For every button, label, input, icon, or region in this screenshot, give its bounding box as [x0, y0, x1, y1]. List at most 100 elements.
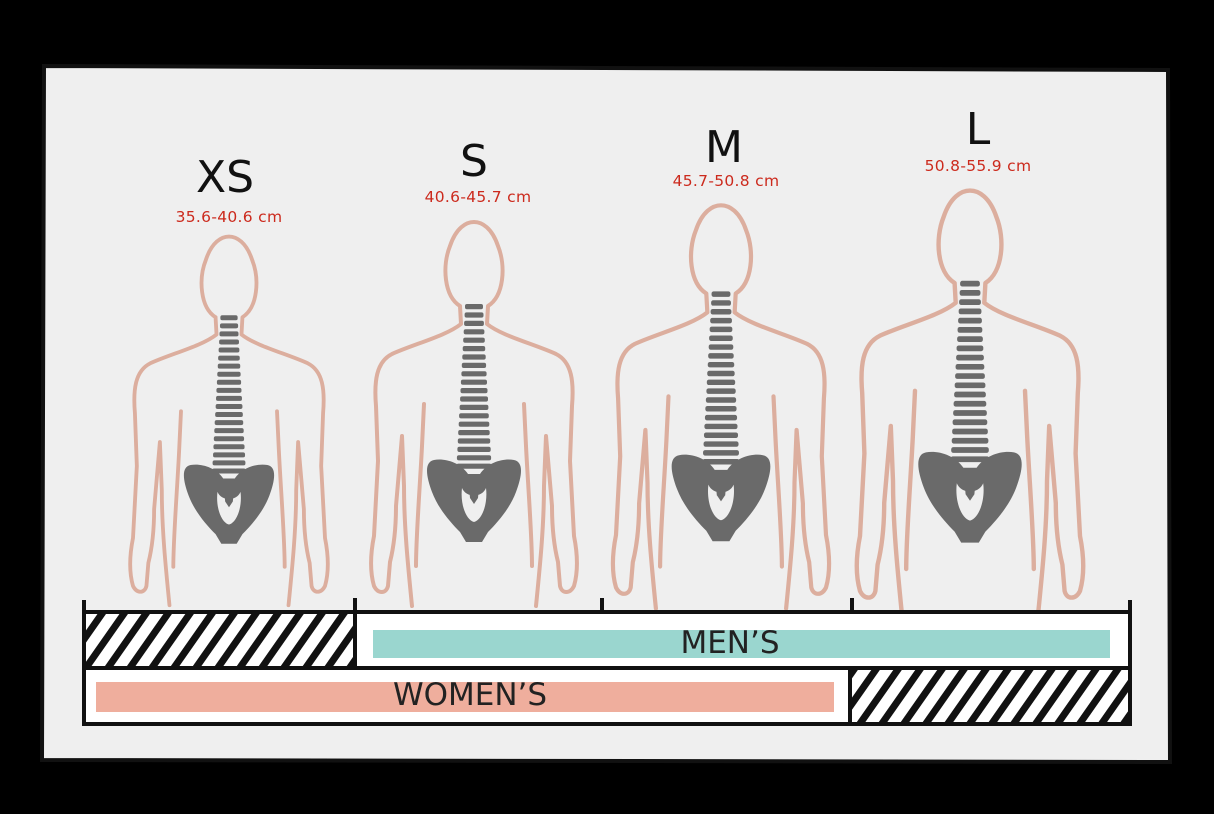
vertebra [463, 337, 485, 343]
vertebra [952, 419, 988, 426]
vertebra [703, 450, 739, 456]
mens-hatch [86, 614, 355, 666]
vertebra [219, 331, 239, 337]
vertebra [960, 280, 980, 287]
vertebra [953, 410, 987, 416]
vertebra [213, 444, 245, 450]
bars-layer [82, 598, 1132, 726]
vertebra [460, 396, 488, 402]
vertebra [710, 317, 732, 324]
vertebra [213, 452, 246, 458]
vertebra [709, 326, 733, 333]
size-label-xs: XS [195, 152, 255, 203]
pelvis-inlet [956, 483, 984, 521]
vertebra [458, 421, 490, 427]
vertebra [703, 432, 739, 438]
vertebra [958, 308, 982, 315]
vertebra [219, 323, 239, 329]
vertebra [463, 329, 485, 335]
vertebra [958, 317, 982, 324]
vertebra [705, 397, 737, 403]
vertebra [708, 353, 734, 359]
vertebra [704, 423, 738, 430]
vertebra [465, 304, 483, 310]
vertebra [216, 379, 242, 385]
vertebra [702, 458, 740, 465]
vertebra [705, 406, 737, 412]
vertebra [214, 428, 244, 434]
vertebra [704, 414, 738, 421]
vertebra [461, 362, 487, 368]
vertebra [464, 320, 484, 326]
vertebra [216, 387, 242, 393]
vertebra [218, 347, 240, 353]
size-label-l: L [965, 104, 991, 155]
vertebra [456, 455, 492, 461]
vertebra [708, 344, 734, 350]
vertebra [710, 309, 732, 315]
womens-hatch [851, 670, 1128, 722]
vertebra [954, 382, 986, 389]
mens-bar [373, 630, 1110, 658]
vertebra [217, 371, 241, 377]
vertebra [456, 463, 492, 469]
pelvis-inlet [707, 484, 735, 521]
vertebra [957, 327, 983, 333]
vertebra [464, 312, 484, 318]
vertebra [703, 441, 739, 447]
vertebra [952, 428, 988, 435]
vertebra [951, 437, 989, 444]
vertebra [219, 339, 239, 345]
vertebra [213, 436, 245, 442]
vertebra [212, 460, 246, 466]
womens-bar [96, 682, 834, 712]
vertebra [955, 373, 985, 379]
vertebra [214, 420, 244, 426]
vertebra [957, 336, 983, 342]
vertebra [216, 395, 242, 401]
figure-xs [128, 234, 330, 608]
vertebra [462, 354, 486, 360]
vertebra [220, 315, 238, 321]
pelvis-inlet [217, 491, 241, 525]
vertebra [218, 355, 240, 361]
spine [212, 315, 246, 474]
size-range-s: 40.6-45.7 cm [424, 188, 532, 206]
figure-l [857, 191, 1084, 613]
vertebra [709, 335, 733, 341]
spine [456, 304, 492, 469]
vertebra [959, 290, 981, 296]
vertebra [954, 391, 986, 398]
vertebra [707, 361, 735, 368]
vertebra [462, 346, 486, 352]
size-range-xs: 35.6-40.6 cm [175, 208, 283, 226]
vertebra [956, 345, 984, 352]
vertebra [460, 379, 487, 385]
vertebra [711, 291, 731, 297]
mens-label: MEN’S [680, 625, 780, 661]
vertebra [459, 404, 489, 410]
vertebra [212, 468, 246, 474]
vertebra [461, 371, 487, 377]
vertebra [950, 456, 990, 463]
vertebra [953, 400, 987, 407]
vertebra [711, 300, 731, 306]
vertebra [959, 299, 981, 305]
vertebra [459, 413, 489, 419]
pelvis-inlet [461, 488, 487, 522]
vertebra [458, 430, 490, 436]
figure-s [369, 220, 579, 608]
vertebra [217, 363, 241, 369]
vertebra [215, 403, 243, 409]
vertebra [457, 438, 491, 444]
spine [950, 280, 990, 463]
vertebra [956, 354, 984, 361]
figures-layer [128, 191, 1084, 613]
size-label-s: S [460, 136, 488, 187]
size-label-m: M [705, 122, 743, 173]
womens-label: WOMEN’S [392, 677, 548, 713]
vertebra [707, 370, 735, 377]
vertebra [460, 388, 488, 394]
